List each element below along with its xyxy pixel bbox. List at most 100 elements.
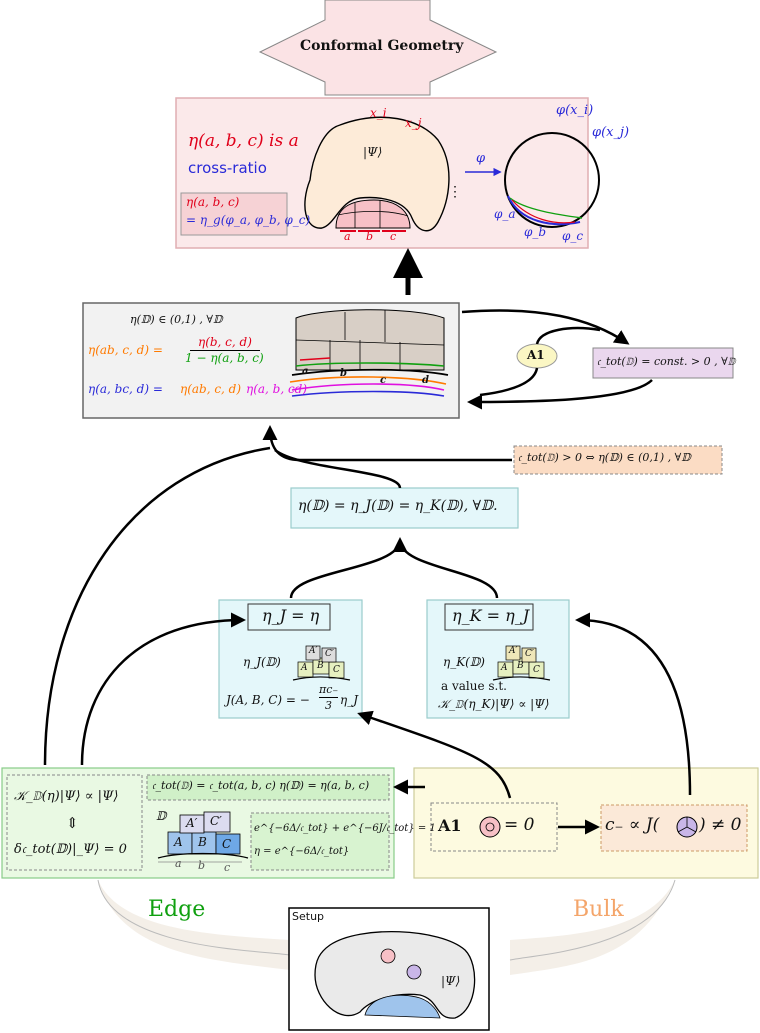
arrow-equiv-to-eta (262, 425, 512, 462)
etaJ-block-C: C (333, 665, 340, 675)
curve-green (295, 362, 445, 367)
curve-orange (289, 376, 447, 385)
setup-purple-icon (406, 964, 422, 980)
a1-badge: A1 (527, 348, 545, 362)
arrow-etaK-to-eq (398, 539, 499, 599)
circle-geodesic-red (511, 199, 576, 224)
etaJ-frac-den: 3 (325, 699, 332, 712)
edge-ctot-eta: 𝔠_tot(𝔻) = 𝔠_tot(a, b, c) η(𝔻) = η(a, b,… (152, 779, 370, 792)
bulk-pink-icon-inner (485, 822, 495, 832)
edge-exp-eq: e^{−6Δ/𝔠_tot} + e^{−6J/𝔠_tot} = 1 (254, 823, 436, 834)
label-phi: φ (476, 151, 486, 166)
conformal-geometry-title: Conformal Geometry (300, 38, 464, 54)
etaJ-title-box (247, 603, 331, 631)
circle-geodesic-green (509, 197, 583, 219)
etaK-block-Cp: C′ (525, 649, 534, 659)
etaJ-block-Ap: A′ (309, 646, 318, 656)
label-phi-xj: φ(x_j) (592, 125, 630, 140)
etaJ-title: η_J = η (262, 606, 320, 625)
bulk-wing (510, 880, 675, 975)
edge-delta: δ𝔠_tot(𝔻)|_Ψ⟩ = 0 (14, 842, 127, 857)
eta-equality-box (290, 487, 519, 529)
etaK-block-B: B (517, 661, 524, 671)
setup-psi: |Ψ⟩ (441, 974, 461, 988)
cross-ratio-formula-top: η(a, b, c) (186, 195, 240, 209)
etaK-title: η_K = η_J (452, 606, 530, 625)
arrow-ctot-to-eta (467, 379, 653, 410)
ctot-const-text: 𝔠_tot(𝔻) = const. > 0 , ∀𝔻 (597, 355, 736, 368)
bulk-wing-outline (509, 879, 676, 961)
ctot-const-badge (592, 347, 734, 379)
eta-line2-den: 1 − η(a, b, c) (185, 351, 264, 365)
cross-ratio-line1: η(a, b, c) is a (188, 131, 299, 151)
eta-line2-num: η(b, c, d) (190, 335, 260, 351)
bulk-pink-icon (479, 816, 501, 838)
edge-updown: ⇕ (66, 814, 79, 832)
arrow-bulk-to-etaK (575, 612, 692, 796)
eta-line1: η(𝔻) ∈ (0,1) , ∀𝔻 (130, 313, 223, 326)
bulk-eq0: = 0 (504, 815, 535, 835)
edge-label-a: a (175, 857, 182, 870)
bulk-label: Bulk (573, 897, 624, 922)
small-block-stack-K (492, 645, 551, 681)
label-psi: |Ψ⟩ (363, 145, 383, 159)
edge-block-Ap: A′ (186, 816, 198, 830)
conformal-geometry-arrow (258, 0, 498, 96)
edge-block-A: A (174, 835, 183, 849)
etaJ-frac-num: πc₋ (319, 683, 339, 698)
block-label-a: a (302, 366, 309, 377)
label-phi-b: φ_b (524, 225, 547, 239)
ctot-equiv-badge (513, 445, 723, 475)
etaK-line1: a value s.t. (441, 679, 507, 693)
etaJ-block-Cp: C′ (325, 649, 334, 659)
edge-label-c: c (224, 861, 231, 874)
edge-exp-box (250, 812, 390, 871)
arrow-edge-to-etaJ (80, 612, 246, 766)
etaK-label: η_K(𝔻) (443, 655, 485, 669)
cross-ratio-line2: cross-ratio (188, 159, 267, 177)
label-xj: x_j (405, 116, 422, 130)
arrow-edge-to-eta (43, 446, 271, 766)
block-stack (295, 309, 445, 371)
etaK-block-Ap: A′ (509, 646, 518, 656)
eta-line3-t1: η(ab, c, d) (180, 382, 242, 396)
bulk-c-box (600, 804, 748, 852)
base-line (291, 368, 449, 376)
bulk-neq0: ) ≠ 0 (699, 815, 742, 835)
etaJ-block-B: B (317, 661, 324, 671)
bulk-a1-box (430, 802, 558, 852)
state-region-shape (304, 116, 450, 232)
label-phi-a: φ_a (494, 207, 516, 221)
arrow-etaJ-to-eq (289, 537, 408, 599)
bulk-c-minus: c₋ ∝ J( (605, 815, 660, 835)
circle-arc-blue (507, 195, 581, 226)
eta-line3-t2: η(a, b, cd) (246, 382, 308, 396)
arrow-a1-left (479, 367, 539, 397)
edge-label: Edge (148, 897, 206, 922)
blob-divider (337, 210, 409, 217)
edge-block-C: C (222, 837, 232, 851)
etaK-title-box (444, 603, 534, 631)
label-a: a (344, 230, 351, 243)
edge-block-Cp: C′ (210, 814, 222, 828)
block-label-b: b (340, 368, 347, 379)
curve-blue (291, 390, 445, 397)
curve-red (299, 357, 331, 361)
cross-ratio-formula-bottom: = η_g(φ_a, φ_b, φ_c) (186, 213, 311, 227)
vertical-dots: ⋮ (448, 184, 462, 200)
edge-ctot-box (146, 774, 390, 801)
etaK-line2: 𝒦_𝔻(η_K)|Ψ⟩ ∝ |Ψ⟩ (438, 697, 550, 711)
edge-block-B: B (198, 835, 207, 849)
curve-magenta (291, 383, 445, 391)
label-b: b (366, 230, 374, 243)
arrow-eqbox-to-eta (274, 448, 402, 489)
etaJ-block-A: A (301, 663, 308, 673)
setup-blue-region (364, 994, 441, 1019)
cross-ratio-formula-box (180, 192, 288, 236)
label-phi-xi: φ(x_i) (556, 103, 594, 118)
block-label-c: c (380, 375, 387, 386)
unit-circle (504, 132, 600, 228)
eta-line2-lhs: η(ab, c, d) = (88, 343, 163, 357)
